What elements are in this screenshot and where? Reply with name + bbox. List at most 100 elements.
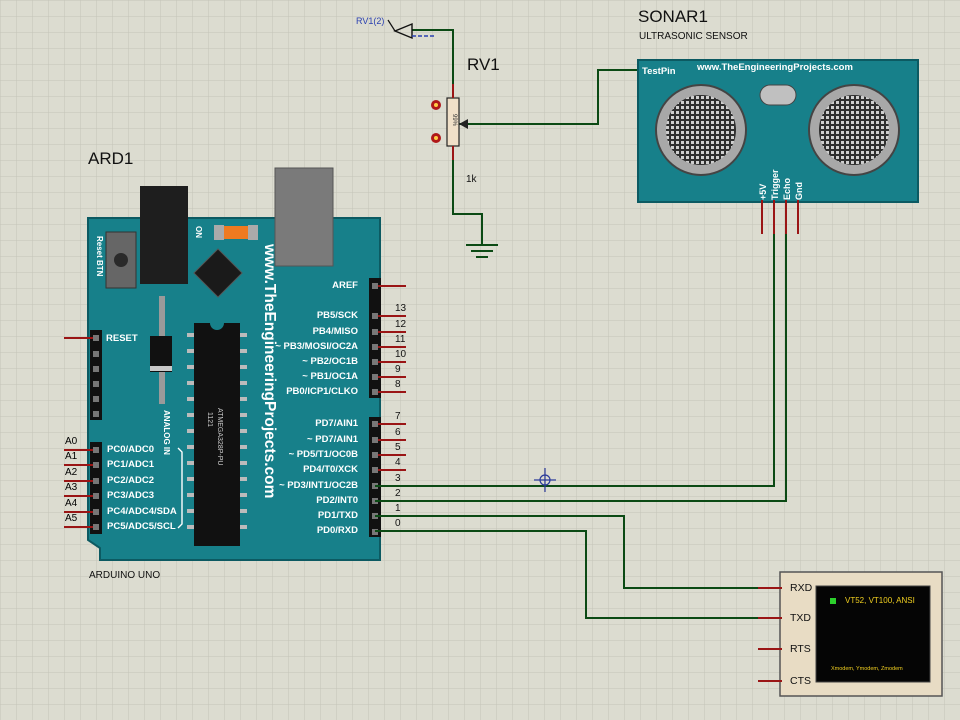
pin-num-11: 11 xyxy=(395,334,406,345)
terminal-pin-rxd: RXD xyxy=(790,582,813,594)
ground-symbol xyxy=(466,244,498,258)
potentiometer-rv1[interactable] xyxy=(431,84,468,160)
diode xyxy=(150,336,172,372)
pot-ref-label: RV1 xyxy=(467,55,500,74)
arduino-model-label: ARDUINO UNO xyxy=(89,570,161,581)
arduino-brand-label: www.TheEngineeringProjects.com xyxy=(261,244,278,499)
chip-label: ATMEGA328P-PU xyxy=(216,408,223,466)
pin-label-8: PB0/ICP1/CLKO xyxy=(286,386,358,397)
reset-pin-label: RESET xyxy=(106,333,138,344)
wire-trigger xyxy=(375,232,775,487)
wire-probe xyxy=(412,29,454,97)
pin-label-2: PD2/INT0 xyxy=(316,495,358,506)
reset-button-cap[interactable] xyxy=(114,253,128,267)
wires[interactable] xyxy=(375,29,787,619)
pot-body-label: 99% xyxy=(451,114,457,127)
pot-value-label: 1k xyxy=(466,174,477,185)
sonar-pin-gnd: Gnd xyxy=(794,182,804,200)
pin-num-5: 5 xyxy=(395,442,401,453)
virtual-terminal[interactable] xyxy=(779,571,943,697)
power-jack xyxy=(140,186,188,284)
pin-label-13: PB5/SCK xyxy=(316,310,358,321)
net-label-a0: A0 xyxy=(65,436,78,447)
terminal-pin-stubs[interactable] xyxy=(758,587,782,682)
pin-num-9: 9 xyxy=(395,364,401,375)
digital-header-low xyxy=(369,417,381,537)
sonar-pin-trigger: Trigger xyxy=(770,169,780,200)
digital-header-high xyxy=(369,278,381,398)
analog-pin-label-a3: PC3/ADC3 xyxy=(107,490,154,501)
analog-pin-label-a4: PC4/ADC4/SDA xyxy=(107,506,177,517)
terminal-footer: Xmodem, Ymodem, Zmodem xyxy=(831,666,903,672)
sonar-testpin-label: TestPin xyxy=(642,66,676,77)
chip-ref-label: 1121 xyxy=(206,412,213,428)
analog-header xyxy=(90,442,102,534)
pin-label-5: ~ PD5/T1/OC0B xyxy=(288,449,358,460)
crystal-chip xyxy=(193,248,243,298)
voltage-probe[interactable] xyxy=(387,19,436,40)
pin-num-6: 6 xyxy=(395,427,401,438)
atmega-chip xyxy=(194,323,240,546)
pin-num-3: 3 xyxy=(395,473,401,484)
net-label-a2: A2 xyxy=(65,467,78,478)
reset-btn-label: Reset BTN xyxy=(95,236,104,277)
wire-txd-rxd xyxy=(375,515,780,589)
pin-num-10: 10 xyxy=(395,349,407,360)
pin-num-4: 4 xyxy=(395,457,401,468)
sonar-pin-5v: +5V xyxy=(758,183,768,200)
pin-label-6: ~ PD7/AIN1 xyxy=(307,434,358,445)
sonar-crystal xyxy=(759,84,797,106)
probe-label[interactable]: RV1(2) xyxy=(356,16,385,26)
wire-pot-testpin xyxy=(447,69,640,125)
pin-label-0: PD0/RXD xyxy=(316,525,358,536)
terminal-pin-rts: RTS xyxy=(790,643,811,655)
arduino-ref-label: ARD1 xyxy=(88,149,134,168)
pin-label-12: PB4/MISO xyxy=(312,326,358,337)
usb-connector xyxy=(274,167,334,267)
pin-num-0: 0 xyxy=(395,518,401,529)
analog-pin-label-a0: PC0/ADC0 xyxy=(107,444,154,455)
terminal-pin-txd: TXD xyxy=(790,612,811,624)
crosshair-marker[interactable] xyxy=(534,468,556,492)
analog-pin-label-a1: PC1/ADC1 xyxy=(107,459,154,470)
arduino-pin-stubs[interactable] xyxy=(64,285,406,528)
net-label-a3: A3 xyxy=(65,482,78,493)
sonar-pin-echo: Echo xyxy=(782,177,792,200)
terminal-pin-cts: CTS xyxy=(790,675,811,687)
pin-num-2: 2 xyxy=(395,488,401,499)
analog-pin-label-a5: PC5/ADC5/SCL xyxy=(107,521,176,532)
pin-label-9: ~ PB1/OC1A xyxy=(302,371,358,382)
on-label: ON xyxy=(194,226,203,238)
net-label-a1: A1 xyxy=(65,451,78,462)
terminal-title: VT52, VT100, ANSI xyxy=(845,596,915,605)
power-header xyxy=(90,330,102,420)
wire-echo xyxy=(375,232,787,502)
pin-num-7: 7 xyxy=(395,411,401,422)
arduino-board[interactable] xyxy=(87,167,381,561)
sonar-pin-stubs[interactable] xyxy=(761,200,799,234)
analog-in-label: ANALOG IN xyxy=(162,410,171,455)
pin-num-8: 8 xyxy=(395,379,401,390)
pin-label-1: PD1/TXD xyxy=(317,510,358,521)
sonar-ref-label: SONAR1 xyxy=(638,7,708,26)
pin-label-10: ~ PB2/OC1B xyxy=(302,356,358,367)
pin-label-11: ~ PB3/MOSI/OC2A xyxy=(275,341,358,352)
pin-num-1: 1 xyxy=(395,503,401,514)
wire-ground xyxy=(452,146,483,245)
sonar-sensor[interactable] xyxy=(637,59,919,203)
sonar-brand-label: www.TheEngineeringProjects.com xyxy=(697,62,853,73)
aref-pin-label: AREF xyxy=(332,280,358,291)
wire-rxd-txd xyxy=(375,530,780,619)
analog-pin-label-a2: PC2/ADC2 xyxy=(107,475,154,486)
pin-label-7: PD7/AIN1 xyxy=(315,418,358,429)
net-label-a4: A4 xyxy=(65,498,78,509)
pin-label-4: PD4/T0/XCK xyxy=(303,464,358,475)
pin-num-12: 12 xyxy=(395,319,407,330)
sonar-type-label: ULTRASONIC SENSOR xyxy=(639,31,748,42)
power-led xyxy=(224,226,248,239)
pin-num-13: 13 xyxy=(395,303,407,314)
terminal-cursor xyxy=(830,598,836,604)
net-label-a5: A5 xyxy=(65,513,78,524)
